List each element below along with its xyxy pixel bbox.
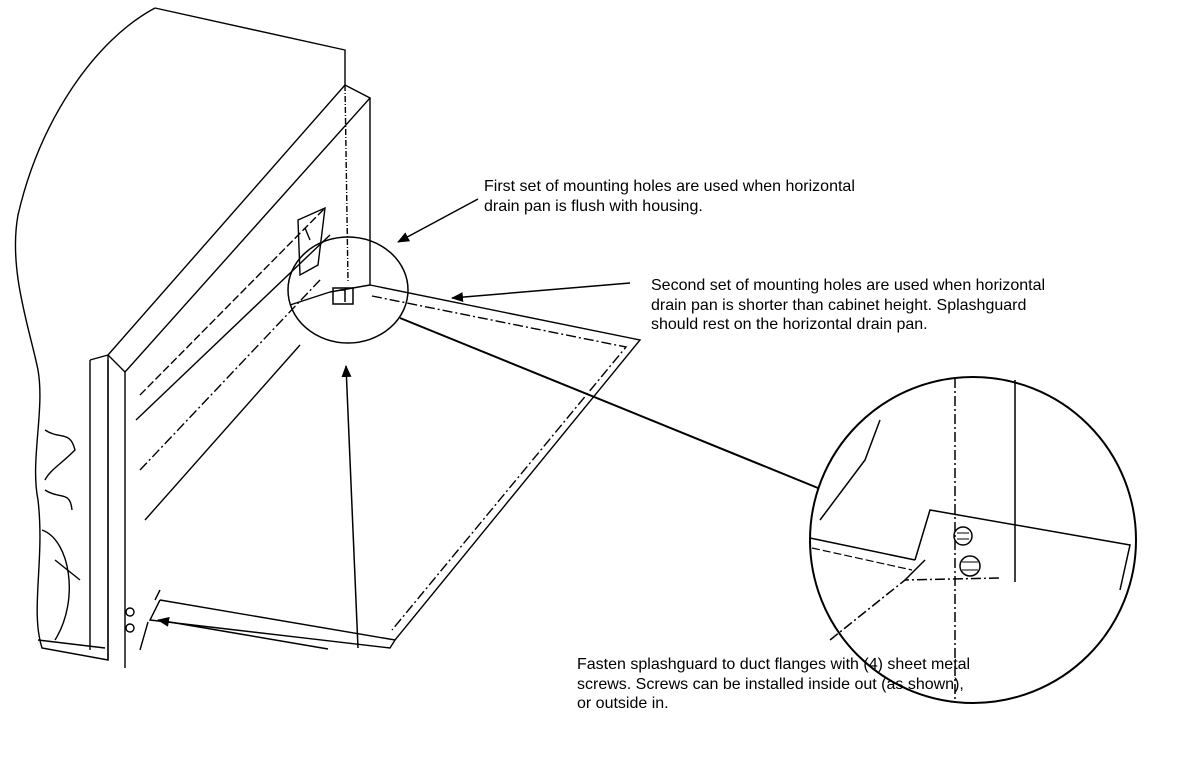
horizontal-drain-pan [139,284,642,651]
magnifier-connector [399,317,819,489]
callout-first-mounting-holes: First set of mounting holes are used whe… [484,178,855,215]
magnified-detail-view [809,376,1137,704]
callout-second-mounting-holes: Second set of mounting holes are used wh… [651,277,1046,333]
arrow-second-holes [451,282,631,303]
arrow-first-holes [397,198,479,243]
arrow-fasten-bottom [157,616,329,650]
mounting-holes-highlight [287,236,409,344]
leader-arrows [157,198,631,650]
air-handler-cabinet [14,7,372,668]
callout-fasten-splashguard: Fasten splashguard to duct flanges with … [577,656,971,712]
arrow-fasten-top [341,365,359,649]
